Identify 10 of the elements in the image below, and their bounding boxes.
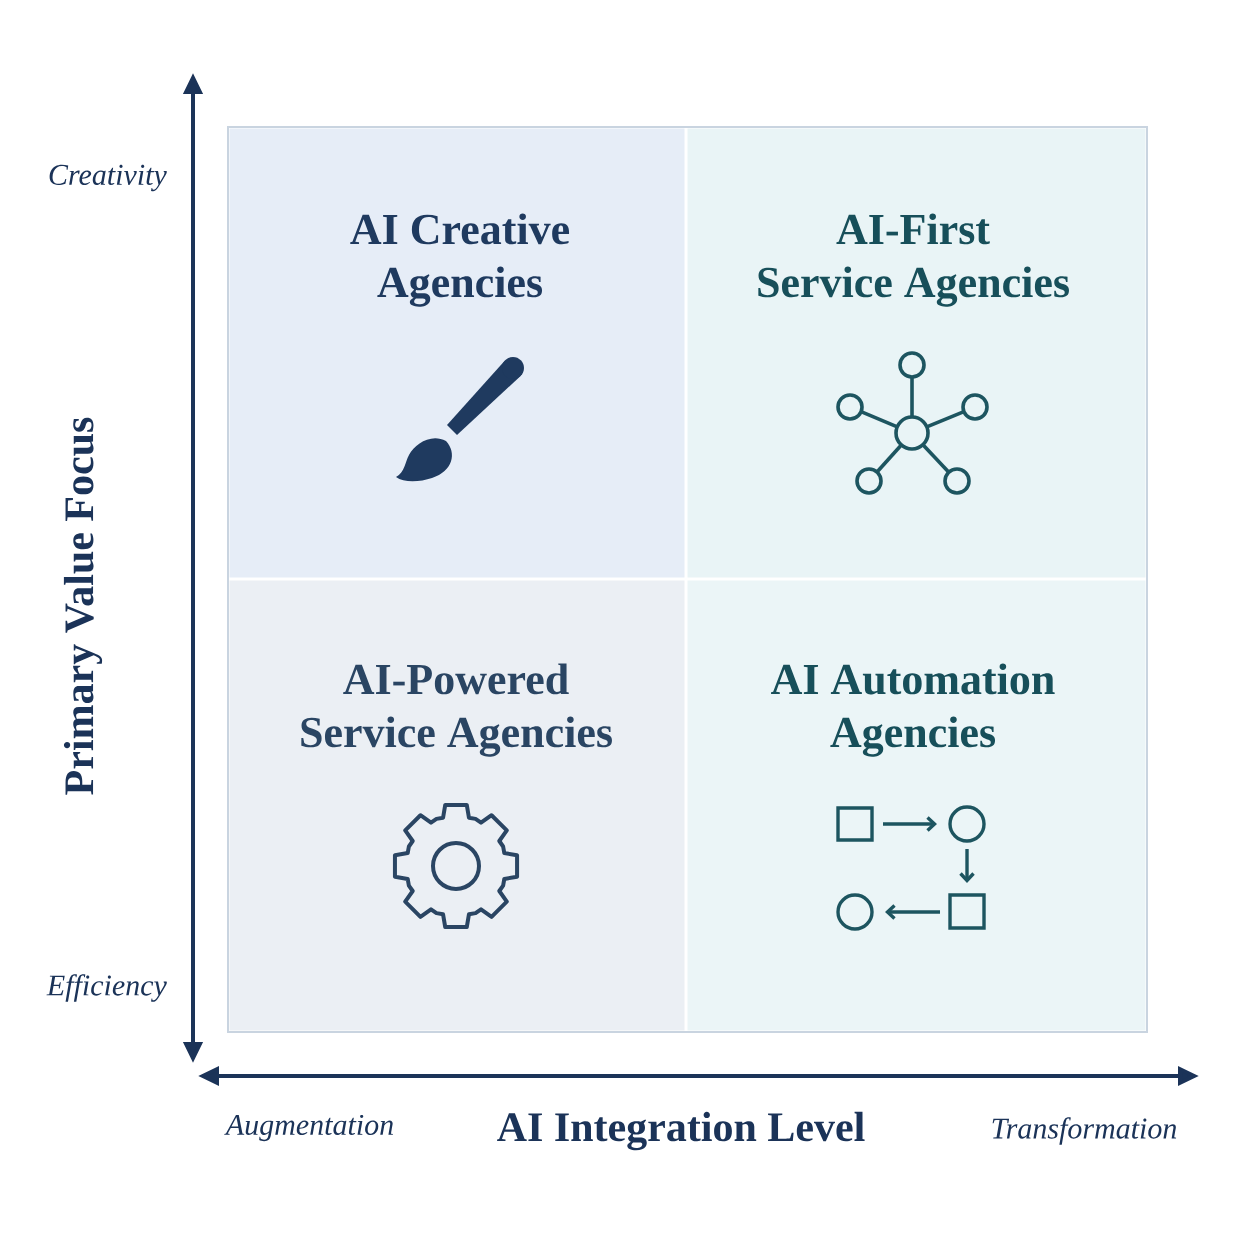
axis-end-label: Efficiency: [46, 974, 167, 1002]
axis-end-label: Creativity: [49, 164, 167, 192]
axis-end-label: Transformation: [992, 1117, 1177, 1145]
quadrant: AI Creative Agencies: [229, 128, 685, 578]
quadrant: AI-First Service Agencies: [687, 128, 1146, 578]
quadrant: AI Automation Agencies: [687, 580, 1146, 1031]
axis-end-label: Augmentation: [224, 1114, 393, 1142]
quadrant: AI-Powered Service Agencies: [229, 580, 685, 1031]
axis-title: AI Integration Level: [497, 1111, 865, 1151]
axis-title: Primary Value Focus: [63, 417, 103, 795]
